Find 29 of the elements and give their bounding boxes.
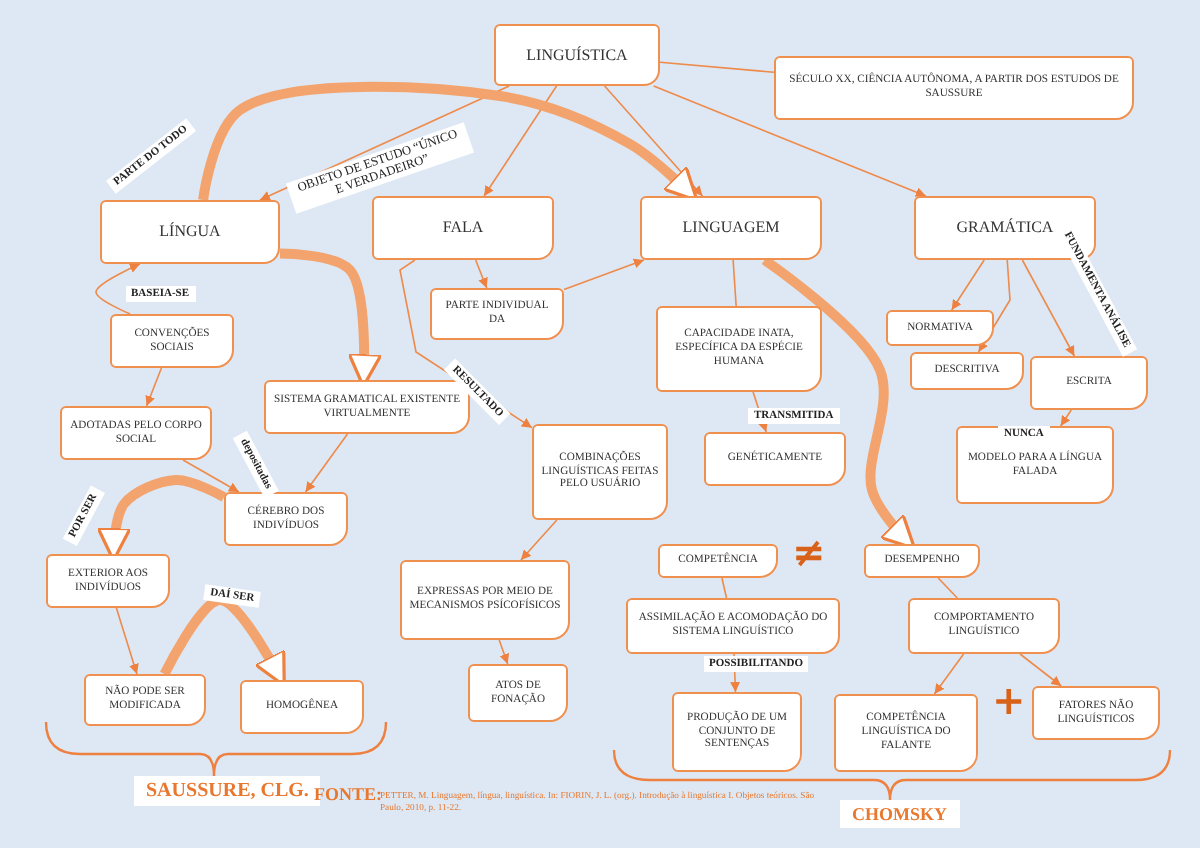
arrow: [1021, 259, 1076, 357]
arrow: [304, 433, 349, 493]
concept-box: LÍNGUA: [100, 200, 280, 264]
connector-line: [937, 577, 959, 599]
arrow: [652, 85, 927, 197]
arrow: [933, 653, 965, 695]
arrow: [603, 85, 704, 197]
connector-line: [732, 259, 737, 307]
arrow: [520, 519, 558, 561]
concept-box: FALA: [372, 196, 554, 260]
arrow: [1059, 409, 1072, 427]
block-arrow: [198, 81, 699, 203]
arrow: [182, 459, 240, 493]
arrow: [950, 259, 985, 311]
connector-line: [721, 577, 728, 599]
arrow: [483, 85, 558, 197]
connector-line: [659, 61, 775, 74]
not-equal-sign: ≠: [792, 532, 826, 572]
arrow: [95, 263, 141, 315]
concept-box: LINGUÍSTICA: [494, 24, 660, 86]
arrow: [145, 367, 163, 407]
author-label: CHOMSKY: [840, 800, 960, 828]
arrow: [563, 258, 645, 291]
arrow: [1019, 653, 1063, 687]
arrow: [115, 607, 139, 675]
plus-sign: +: [992, 680, 1026, 720]
arrow: [498, 639, 510, 665]
concept-box: LINGUAGEM: [640, 196, 822, 260]
arrow: [474, 259, 488, 289]
